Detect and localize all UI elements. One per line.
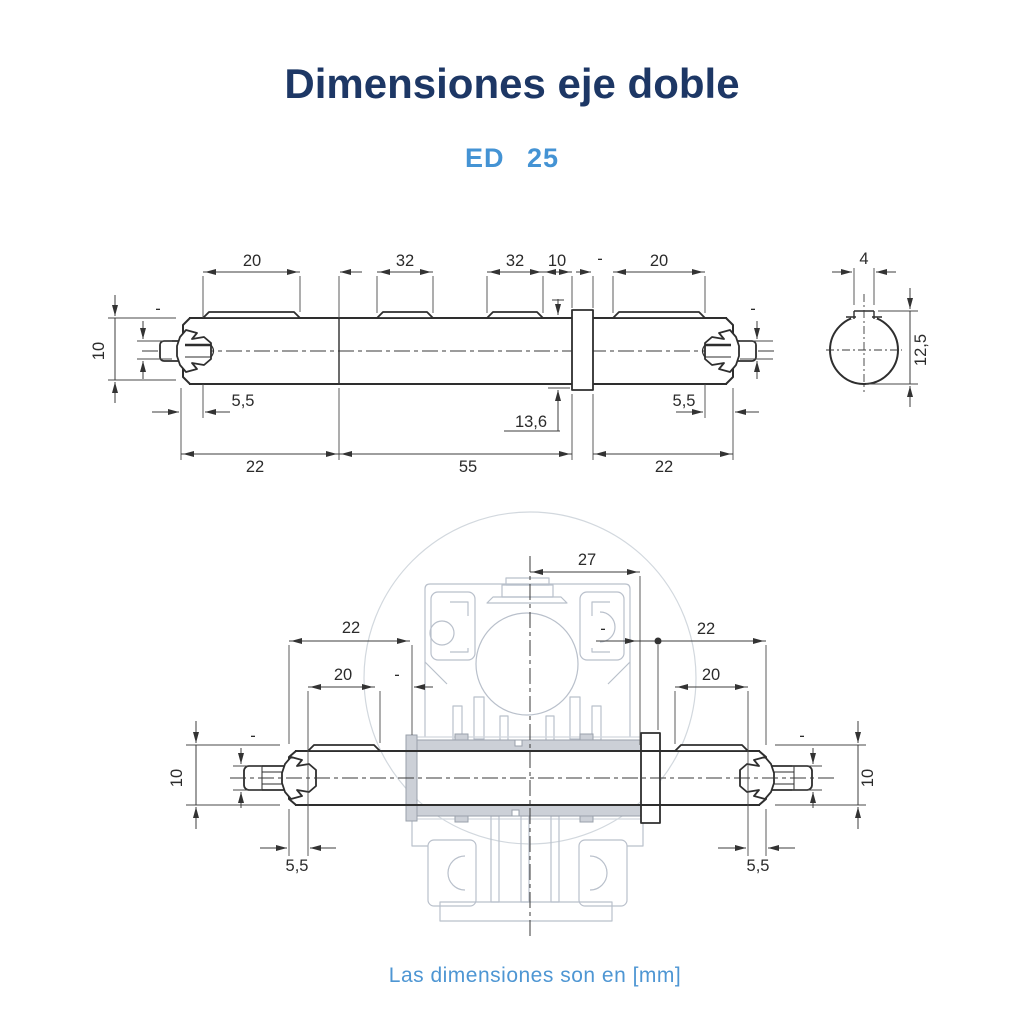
- dim-key-left: 20: [243, 252, 261, 270]
- dim-stub-left: -: [155, 300, 161, 318]
- dim-front-offset-left: 5,5: [286, 857, 309, 875]
- dim-front-key-right: 20: [702, 666, 720, 684]
- dim-front-height-left: 10: [168, 769, 186, 787]
- dim-front-height-right: 10: [859, 769, 877, 787]
- dim-key-offset-left: 5,5: [232, 392, 255, 410]
- shaft-collar: [571, 309, 594, 391]
- bore-circle: [475, 612, 579, 716]
- dim-collar-pos: 13,6: [515, 413, 547, 431]
- dim-front-key-left: 20: [334, 666, 352, 684]
- model-label: ED 25: [465, 143, 559, 173]
- dim-front-stub-left: -: [250, 727, 256, 745]
- section-view: 4 12,5: [826, 250, 930, 407]
- top-view: 20 32 32 10 - 20 22 55 22 5,5 5,5 13,6 1…: [90, 250, 778, 476]
- hollow-shaft-top: [412, 739, 643, 752]
- page-title: Dimensiones eje doble: [284, 60, 739, 107]
- dim-section-height: 12,5: [912, 334, 930, 366]
- dim-stub-right: -: [750, 300, 756, 318]
- dim-len-right: 22: [655, 458, 673, 476]
- dim-face-dash-left: -: [394, 666, 400, 684]
- top-view-shaft-body: [142, 309, 778, 391]
- dim-key-right: 20: [650, 252, 668, 270]
- housing-hole: [429, 620, 455, 646]
- keyway-mid-2: [486, 311, 544, 319]
- dim-key-mid-2: 32: [506, 252, 524, 270]
- dim-key-mid-1: 32: [396, 252, 414, 270]
- hollow-shaft-bottom: [412, 804, 643, 817]
- footer-note: Las dimensiones son en [mm]: [389, 964, 681, 987]
- shaft-end-left: [160, 330, 214, 372]
- dim-key-offset-right: 5,5: [673, 392, 696, 410]
- dim-collar-width: 10: [548, 252, 566, 270]
- front-view: 27 - 22 20 22 20 - 5,5 5,5 10 10 - -: [168, 511, 877, 938]
- dim-face-dash-right: -: [600, 620, 606, 638]
- dim-gap-dash: -: [597, 250, 603, 268]
- dim-section-key-width: 4: [859, 250, 868, 268]
- base-plate: [439, 901, 613, 922]
- front-keyway-left: [307, 744, 381, 752]
- front-keyway-right: [674, 744, 749, 752]
- keyway-mid-1: [376, 311, 434, 319]
- dim-front-len-left: 22: [342, 619, 360, 637]
- keyway-left: [202, 311, 301, 319]
- dim-shaft-height: 10: [90, 342, 108, 360]
- dim-front-offset-right: 5,5: [747, 857, 770, 875]
- top-view-dimensions: 20 32 32 10 - 20 22 55 22 5,5 5,5 13,6 1…: [90, 250, 773, 476]
- chain-dim-dot: [654, 637, 662, 645]
- dim-front-len-right: 22: [697, 620, 715, 638]
- dim-len-mid: 55: [459, 458, 477, 476]
- shaft-end-right: [703, 330, 757, 372]
- header: Dimensiones eje doble ED 25: [284, 60, 739, 173]
- dim-len-left: 22: [246, 458, 264, 476]
- dim-front-stub-right: -: [799, 727, 805, 745]
- dim-center-to-face: 27: [578, 551, 596, 569]
- front-view-dimensions: 27 - 22 20 22 20 - 5,5 5,5 10 10 - -: [168, 551, 877, 875]
- front-shaft-body: [230, 556, 838, 938]
- keyway-right: [612, 311, 706, 319]
